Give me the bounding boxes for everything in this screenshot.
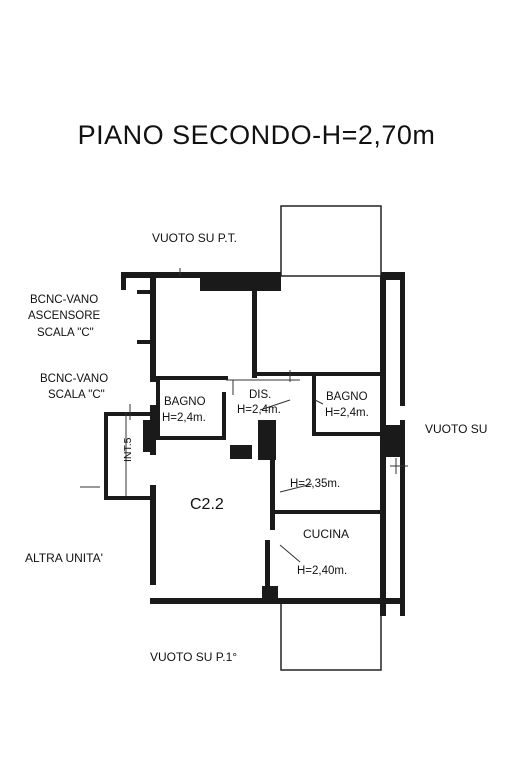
label-cucina: CUCINA [303, 527, 349, 541]
label-ascensore: ASCENSORE [28, 310, 101, 322]
label-bagno-left: BAGNO [164, 396, 206, 408]
label-int5: INT.5 [122, 437, 134, 462]
label-dis: DIS. [249, 389, 271, 401]
label-scala-c-2: SCALA "C" [48, 389, 105, 401]
label-cucina-h: H=2,40m. [297, 565, 347, 577]
label-bagno-left-h: H=2,4m. [162, 412, 206, 424]
balcony-top [280, 205, 382, 277]
label-dis-h: H=2,4m. [237, 404, 281, 416]
label-h235: H=2,35m. [290, 478, 340, 490]
label-scala-c-1: SCALA "C" [37, 327, 94, 339]
label-vuoto-p1: VUOTO SU P.1° [150, 650, 237, 664]
interior-walls [143, 290, 380, 604]
label-vuoto-pt: VUOTO SU P.T. [152, 231, 237, 245]
plan-title: PIANO SECONDO-H=2,70m [77, 120, 436, 150]
label-bcnc-vano-2: BCNC-VANO [40, 373, 108, 385]
label-bagno-right: BAGNO [326, 391, 368, 403]
label-c22: C2.2 [190, 496, 224, 513]
label-bcnc-vano-1: BCNC-VANO [30, 294, 98, 306]
label-altra-unita: ALTRA UNITA' [25, 551, 103, 565]
balcony-bottom [280, 599, 382, 671]
label-bagno-right-h: H=2,4m. [325, 407, 369, 419]
label-vuoto-su: VUOTO SU [425, 422, 487, 436]
door-lines [80, 268, 408, 563]
